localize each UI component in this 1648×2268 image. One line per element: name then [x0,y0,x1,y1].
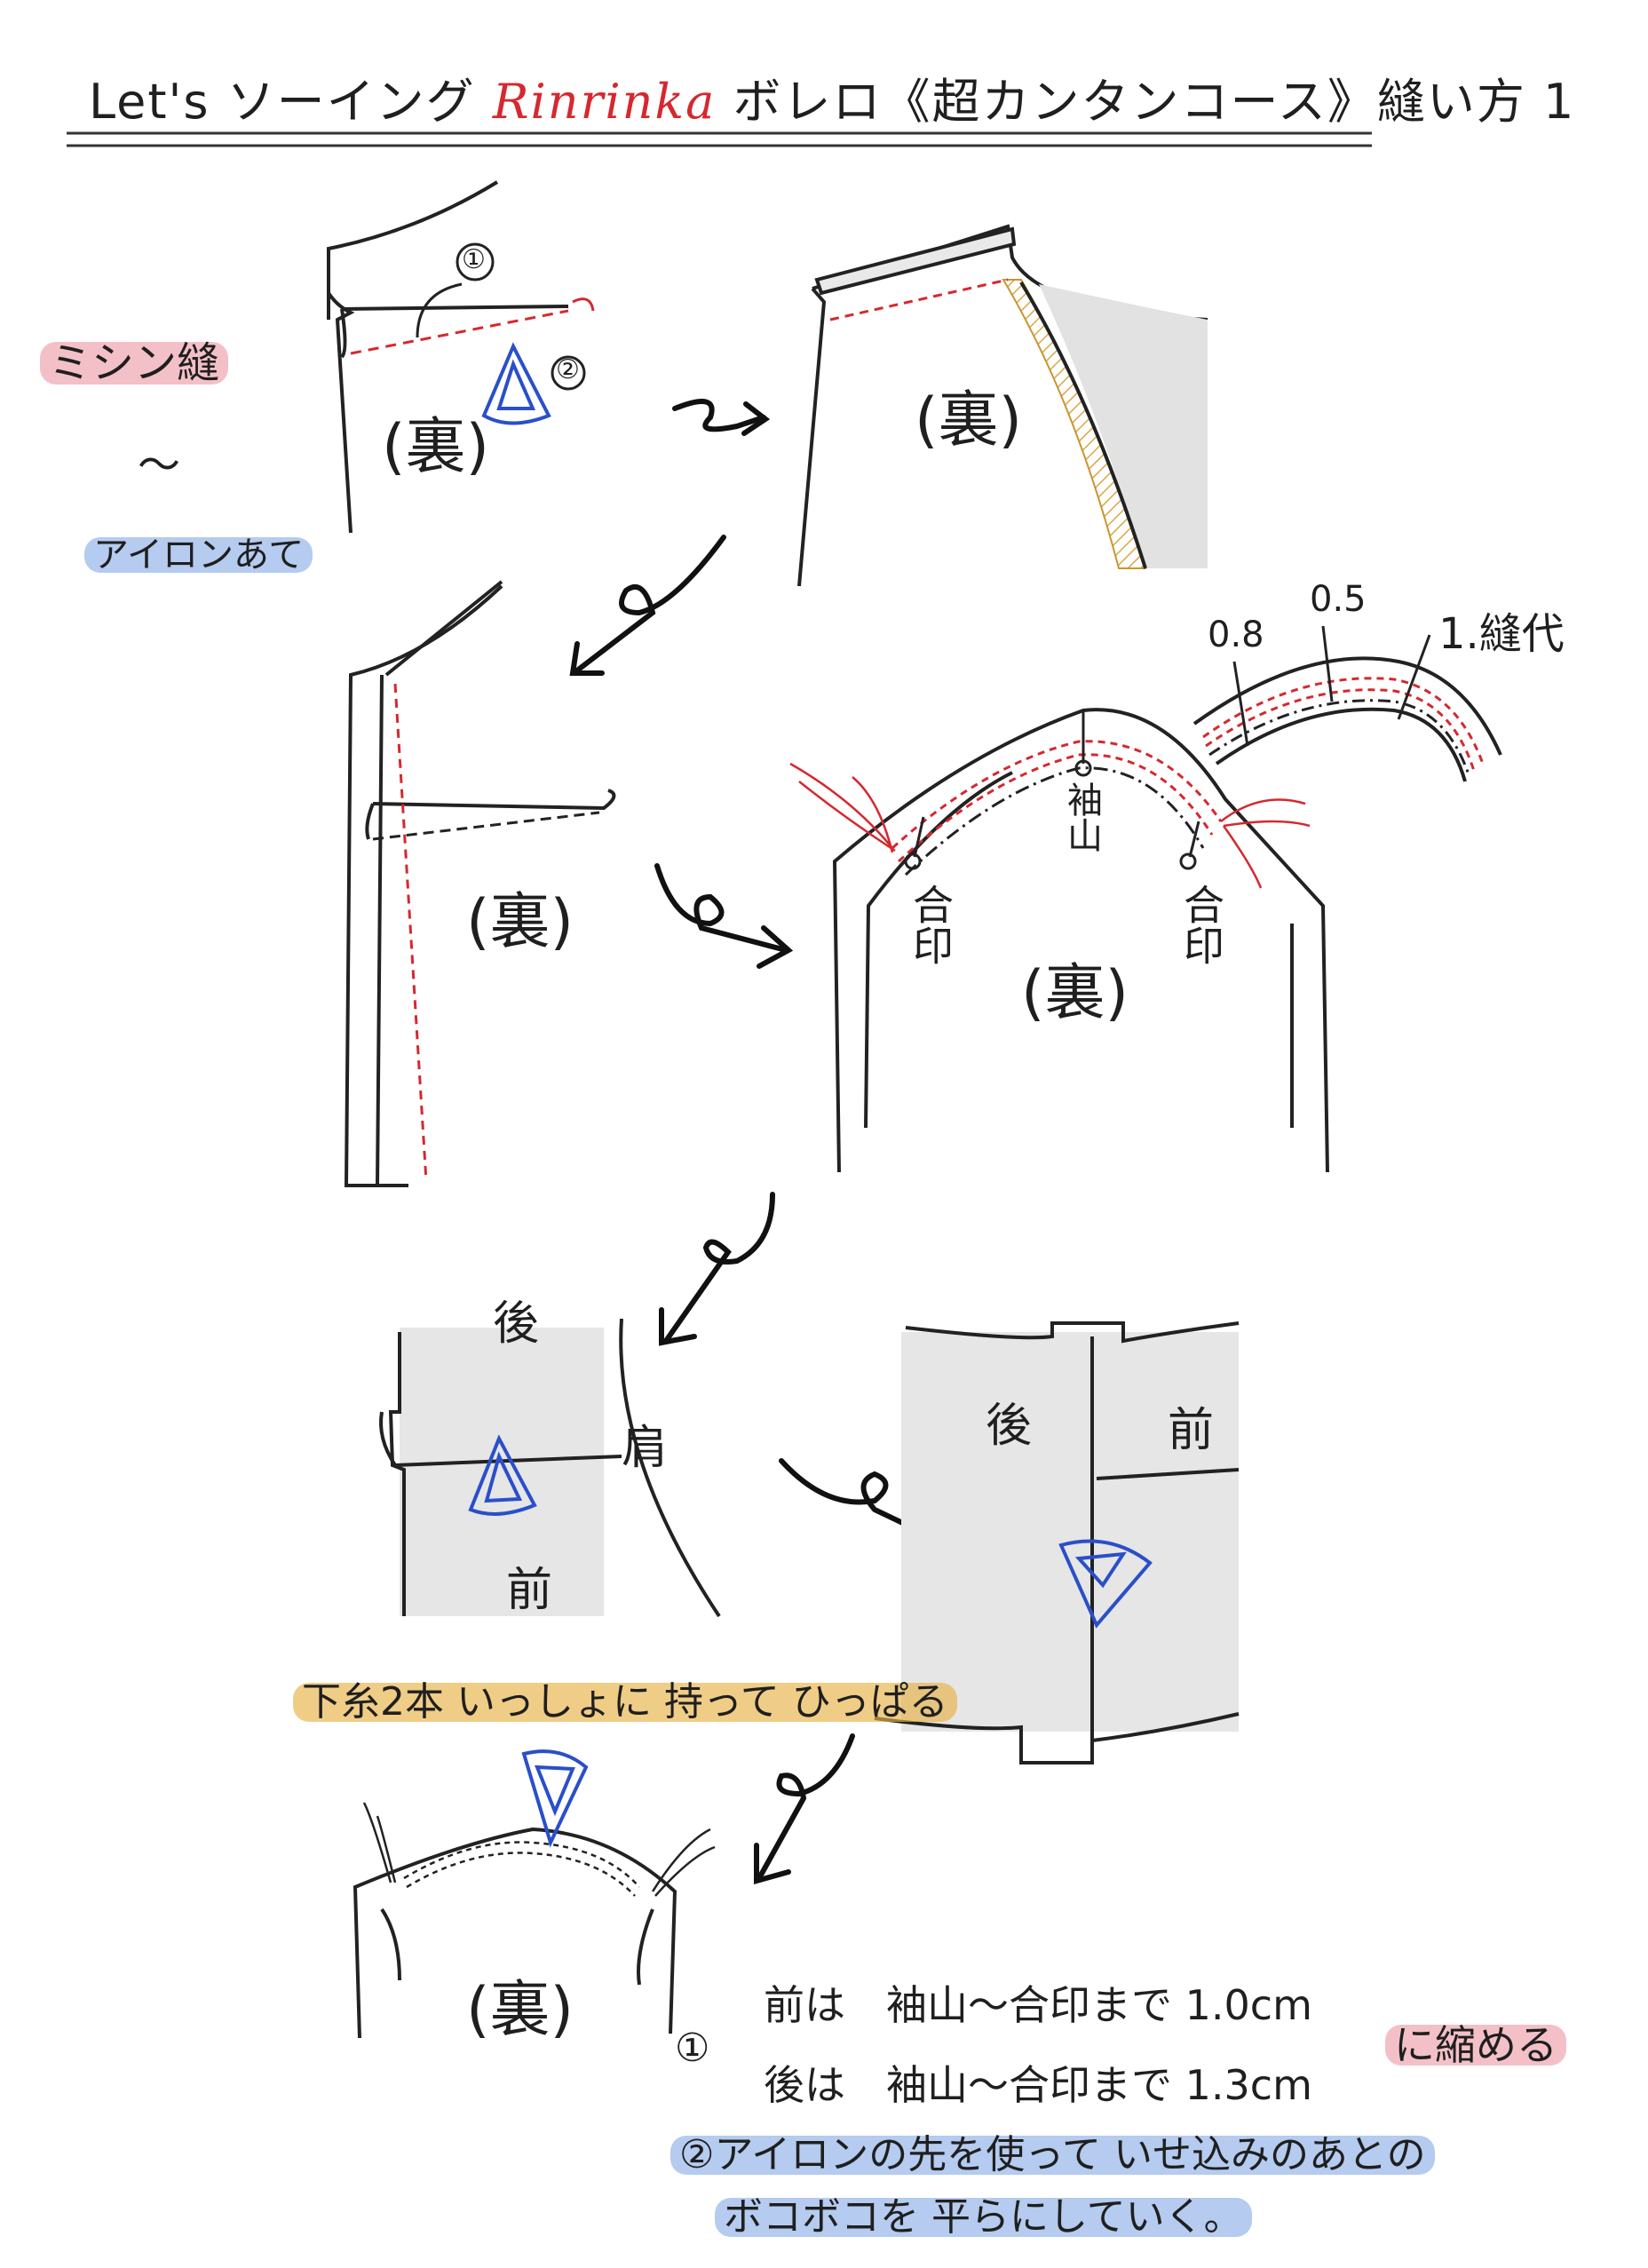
iron-icon-4 [521,1749,589,1848]
sleeve-cap-label: 袖山 [1061,781,1102,852]
arrow-4 [659,1192,775,1346]
title-suffix: ボレロ《超カンタンコース》縫い方 1 [733,74,1576,130]
front-label-1: 前 [506,1564,553,1617]
legend-machine-sew: ミシン縫 [40,342,229,385]
arrow-3 [654,863,794,969]
item2-line2: ボコボコを 平らにしていく。 [715,2198,1252,2237]
dart-stitch-2 [829,278,1009,321]
item1-marker: ① [675,2026,710,2071]
front-label-2: 前 [1168,1404,1215,1457]
circle-2-label: ② [556,354,580,385]
shoulder-label: 肩 [622,1422,669,1475]
measure-seam-allowance: 1.縫代 [1438,609,1565,659]
gather-note: 下糸2本 いっしょに 持って ひっぱる [293,1683,957,1722]
wrong-side-label-1: (裏) [382,412,490,482]
gather-panel [353,1827,677,2039]
front-stitches [372,683,600,1182]
iron-icon [481,342,586,425]
front-panel [344,580,616,1187]
dart-stitch [350,297,595,355]
arrow-6 [754,1733,855,1884]
notch-label-right: 合印 [1177,884,1225,965]
thread-tails [789,762,1311,889]
open-seam-texture [901,1332,1239,1732]
wrong-side-label-4: (裏) [1021,958,1129,1028]
item2-line1: ②アイロンの先を使って いせ込みのあとの [670,2136,1435,2175]
item1-front: 前は 袖山〜合印まで 1.0cm [764,1981,1312,2029]
item1-shrink: に縮める [1385,2025,1566,2066]
measure-08: 0.8 [1208,615,1264,655]
notch-marks [904,710,1200,870]
wrong-side-label-3: (裏) [466,887,574,957]
gray-texture [1039,284,1208,568]
shoulder-texture [400,1328,604,1616]
seam-detail [1192,625,1502,782]
legend-iron: アイロンあて [84,537,313,573]
arrow-2 [569,535,726,676]
title-prefix: Let's ソーイング [89,74,476,130]
shoulder-panel [379,1318,721,1618]
dart-panel [327,180,569,534]
measure-05: 0.5 [1310,579,1367,620]
title-underline [67,131,1372,147]
notch-label-left: 合印 [907,884,955,965]
back-label-2: 後 [986,1400,1033,1453]
circle-1-label: ① [462,244,486,275]
wrong-side-label-2: (裏) [915,385,1023,456]
item1-back: 後は 袖山〜合印まで 1.3cm [764,2061,1312,2109]
wrong-side-label-5: (裏) [466,1975,574,2045]
open-seam-panel [874,1321,1240,1764]
back-label-1: 後 [493,1297,540,1351]
arrow-1 [672,399,771,436]
page-title: Let's ソーイング Rinrinka ボレロ《超カンタンコース》縫い方 1 [89,62,1575,132]
pressed-edge [1019,281,1147,569]
title-brand: Rinrinka [492,74,717,130]
legend-tilde: 〜 [138,440,181,490]
sleeve-gather-stitches [891,740,1223,876]
gather-stitches [362,1802,716,1897]
iron-icon-3 [1058,1539,1153,1629]
leader-1 [416,242,495,338]
iron-icon-2 [468,1434,537,1516]
